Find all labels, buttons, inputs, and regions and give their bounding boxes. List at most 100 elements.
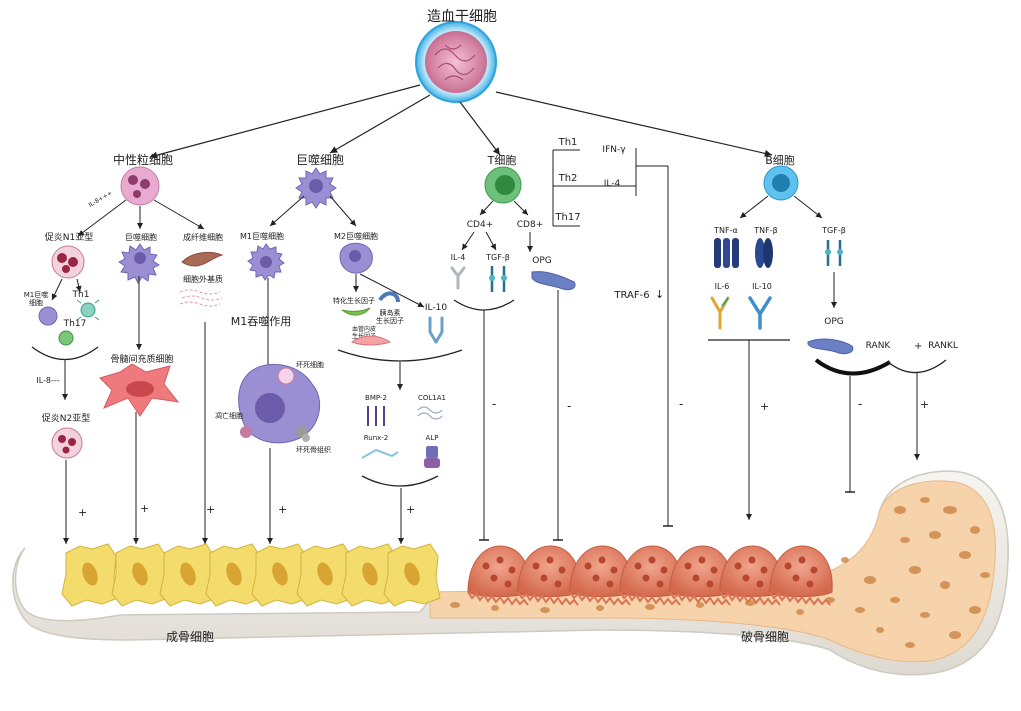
rank-bracket <box>814 358 892 376</box>
ecm-plus: + <box>206 503 215 516</box>
col1a1-label: COL1A1 <box>418 394 446 402</box>
th-minus: - <box>679 397 683 411</box>
bcell-arrows <box>739 195 823 219</box>
n1-label: 促炎N1亚型 <box>45 231 93 243</box>
m1-phagocyte-cell <box>238 363 321 444</box>
vegf-label-2: 生长因子 <box>352 332 376 340</box>
b-il10-receptor <box>748 296 772 330</box>
tcell-arrows <box>479 200 529 216</box>
t-il4-receptor <box>450 266 466 290</box>
insulin-gf-shape <box>378 291 400 303</box>
osteoclast-cell <box>719 545 783 606</box>
ecm-fibers <box>179 289 223 307</box>
b-opg-label: OPG <box>824 317 844 327</box>
vegf-label-1: 血管内皮 <box>352 325 376 333</box>
rankl-plus: + <box>920 398 929 411</box>
neutrophil-cell <box>120 166 160 206</box>
b-tgfb-label: TGF-β <box>821 226 846 235</box>
osteoclast-cell <box>467 545 531 606</box>
insulin-gf-label-1: 胰岛素 <box>380 308 401 317</box>
alp-shape <box>424 446 440 468</box>
hsc-label: 造血干细胞 <box>427 9 497 25</box>
osteoblast-row <box>61 543 441 607</box>
t-tgfb-receptor <box>489 266 507 292</box>
osteoclast-cell <box>769 545 833 606</box>
m2-bracket <box>337 349 463 362</box>
neutrophil-arrows <box>77 199 205 237</box>
bmsc-plus: + <box>140 502 149 515</box>
traf6-label: TRAF-6 <box>613 290 649 301</box>
osteoblast-cell <box>383 543 441 607</box>
osteoblast-cell <box>111 543 169 607</box>
ecm-label: 细胞外基质 <box>183 274 223 284</box>
m2-plus: + <box>406 503 415 516</box>
neutrophil-label: 中性粒细胞 <box>113 152 173 167</box>
bcell <box>763 165 799 201</box>
m1-cell <box>247 243 285 281</box>
t-bracket <box>453 299 515 311</box>
n1-bracket <box>31 346 99 360</box>
il8-down-label: IL-8--- <box>36 376 59 385</box>
tnfb-shape <box>755 238 773 268</box>
osteoblast-cell <box>296 543 354 607</box>
b-il6-receptor-b <box>721 297 729 307</box>
m1-small-cell <box>38 306 58 326</box>
t-opg-shape <box>531 271 576 291</box>
t-opg-label: OPG <box>532 256 552 266</box>
m1-small-label-2: 细胞 <box>29 298 43 307</box>
n-macrophage-cell <box>118 243 160 284</box>
rank-minus: - <box>858 397 862 411</box>
opg-minus: - <box>567 399 571 413</box>
runx2-label: Runx-2 <box>364 434 389 442</box>
osteoclast-cell <box>569 545 633 606</box>
hsc-arrows <box>149 84 773 159</box>
m1-phago-label: M1吞噬作用 <box>231 314 292 328</box>
b-il6-label: IL-6 <box>715 282 730 291</box>
th17-label: Th17 <box>554 212 580 223</box>
rankl-label: RANKL <box>928 341 958 351</box>
tnfb-label: TNF-β <box>753 226 777 235</box>
b-il10-label: IL-10 <box>752 282 772 291</box>
bmp-bracket <box>361 475 439 487</box>
m2-il10-receptor <box>428 316 444 344</box>
b-plus: + <box>760 400 769 413</box>
th17-left-cell <box>58 330 74 346</box>
m1-label: M1巨噬细胞 <box>240 231 284 241</box>
n1-cell <box>51 245 85 279</box>
m2-label: M2巨噬细胞 <box>334 231 378 241</box>
th2-label: Th2 <box>558 173 578 184</box>
osteoblast-cell <box>341 543 399 607</box>
bmsc-label: 骨髓间充质细胞 <box>110 353 173 365</box>
th-il4-label: IL-4 <box>604 179 621 189</box>
specific-gf-shape <box>341 307 371 316</box>
il8-up-label: IL-8+++ <box>88 190 114 209</box>
tcell <box>484 166 522 204</box>
macrophage-label: 巨噬细胞 <box>296 152 344 167</box>
bmp2-label: BMP-2 <box>365 394 387 402</box>
t-minus: - <box>492 397 496 411</box>
fibroblast-label: 成纤维细胞 <box>183 232 223 242</box>
n-macrophage-label: 巨噬细胞 <box>125 232 157 242</box>
ifng-label: IFN-γ <box>602 145 626 155</box>
bmp2-shape <box>367 406 385 426</box>
m2-il10-label: IL-10 <box>425 303 447 313</box>
insulin-gf-label-2: 生长因子 <box>376 316 404 325</box>
tcell-label: T细胞 <box>487 154 517 167</box>
hsc-cell <box>415 21 497 103</box>
n2-label: 促炎N2亚型 <box>42 412 90 424</box>
rankl-plus-sign: + <box>914 341 922 352</box>
osteoclast-cell <box>669 545 733 606</box>
th1-left-cell <box>76 299 100 321</box>
osteoblast-label: 成骨细胞 <box>166 630 214 644</box>
traf6-arrow: ↓ <box>655 288 664 301</box>
necrotic-cell-label: 坏死细胞 <box>296 360 324 369</box>
osteoblast-cell <box>61 543 119 607</box>
n2-cell <box>51 427 83 459</box>
fibroblast-cell <box>181 251 224 267</box>
cd4-label: CD4+ <box>467 220 493 230</box>
specific-gf-label: 特化生长因子 <box>333 296 375 305</box>
osteoclast-cell <box>619 545 683 606</box>
th17-left-label: Th17 <box>63 319 87 329</box>
osteoclast-row <box>467 545 833 606</box>
